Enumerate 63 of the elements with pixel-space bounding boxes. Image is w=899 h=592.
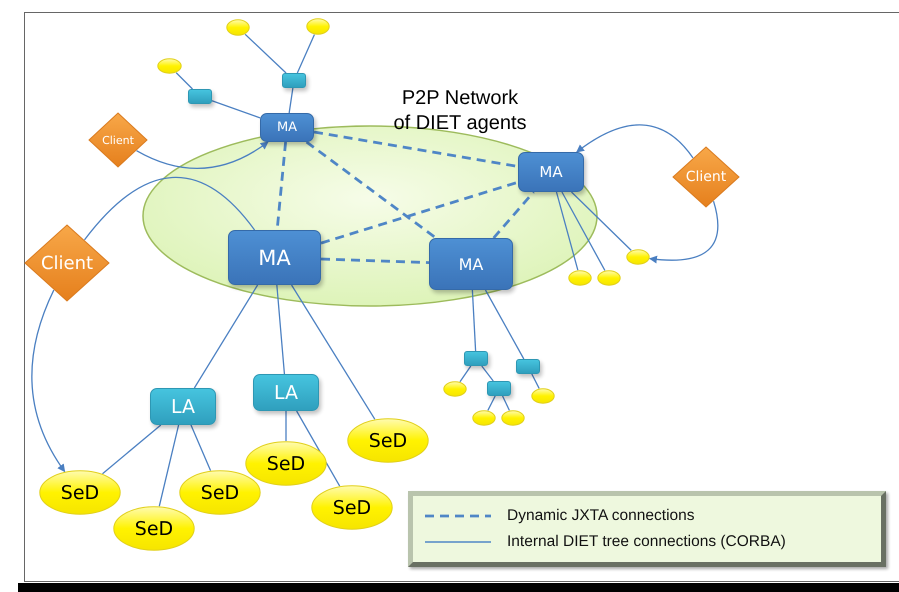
server-ellipse: SeD	[39, 470, 121, 515]
agent-box: MA	[228, 230, 321, 285]
connector-line	[291, 284, 376, 420]
connector-line	[459, 366, 472, 382]
connector-line	[502, 396, 510, 411]
dashed-connector	[320, 180, 518, 244]
connector-line	[571, 192, 632, 251]
server-ellipse	[531, 388, 555, 404]
server-ellipse	[568, 270, 592, 286]
server-ellipse: SeD	[311, 485, 393, 530]
connector-line	[102, 424, 162, 474]
server-ellipse: SeD	[347, 418, 429, 463]
connector-line	[212, 100, 260, 118]
server-ellipse	[472, 410, 496, 426]
connector-line	[531, 374, 540, 389]
dashed-connector	[320, 258, 430, 264]
dashed-connector	[492, 191, 535, 239]
curved-arrow	[648, 200, 718, 264]
legend-text: Dynamic JXTA connections	[507, 507, 695, 525]
connector-line	[288, 88, 294, 114]
curved-arrow	[136, 141, 269, 169]
agent-box: LA	[253, 374, 319, 411]
agent-box: MA	[429, 238, 513, 290]
connector-line	[484, 290, 524, 360]
client-diamond: Client	[88, 112, 148, 168]
client-diamond: Client	[24, 224, 110, 302]
agent-box	[282, 73, 306, 88]
connector-line	[487, 396, 496, 411]
connector-line	[285, 411, 287, 441]
connector-line	[194, 284, 258, 388]
server-ellipse	[443, 381, 467, 397]
connector-line	[244, 34, 287, 74]
agent-box: MA	[260, 113, 314, 142]
dashed-connector	[314, 130, 518, 168]
client-diamond: Client	[672, 146, 740, 208]
server-ellipse	[501, 410, 525, 426]
connector-line	[176, 72, 193, 90]
connector-line	[472, 290, 476, 352]
server-ellipse	[306, 18, 330, 35]
legend-text: Internal DIET tree connections (CORBA)	[507, 533, 786, 551]
server-ellipse	[597, 270, 621, 286]
curved-arrow	[31, 290, 66, 472]
agent-box: LA	[150, 388, 216, 425]
agent-box	[464, 351, 488, 366]
connector-line	[158, 424, 180, 506]
agent-box	[188, 89, 212, 104]
agent-box	[516, 359, 540, 374]
connector-line	[84, 176, 256, 240]
dashed-connector	[306, 140, 437, 240]
connector-line	[561, 192, 606, 271]
connector-line	[296, 34, 315, 74]
server-ellipse	[626, 249, 650, 265]
agent-box	[487, 381, 511, 396]
connector-line	[190, 424, 212, 471]
connector-line	[276, 284, 286, 374]
server-ellipse	[157, 58, 182, 74]
curved-arrow	[576, 124, 694, 158]
connector-line	[481, 366, 494, 382]
connector-line	[296, 410, 340, 486]
server-ellipse	[226, 19, 250, 36]
server-ellipse: SeD	[113, 506, 195, 551]
server-ellipse: SeD	[245, 441, 327, 486]
server-ellipse: SeD	[179, 470, 261, 515]
